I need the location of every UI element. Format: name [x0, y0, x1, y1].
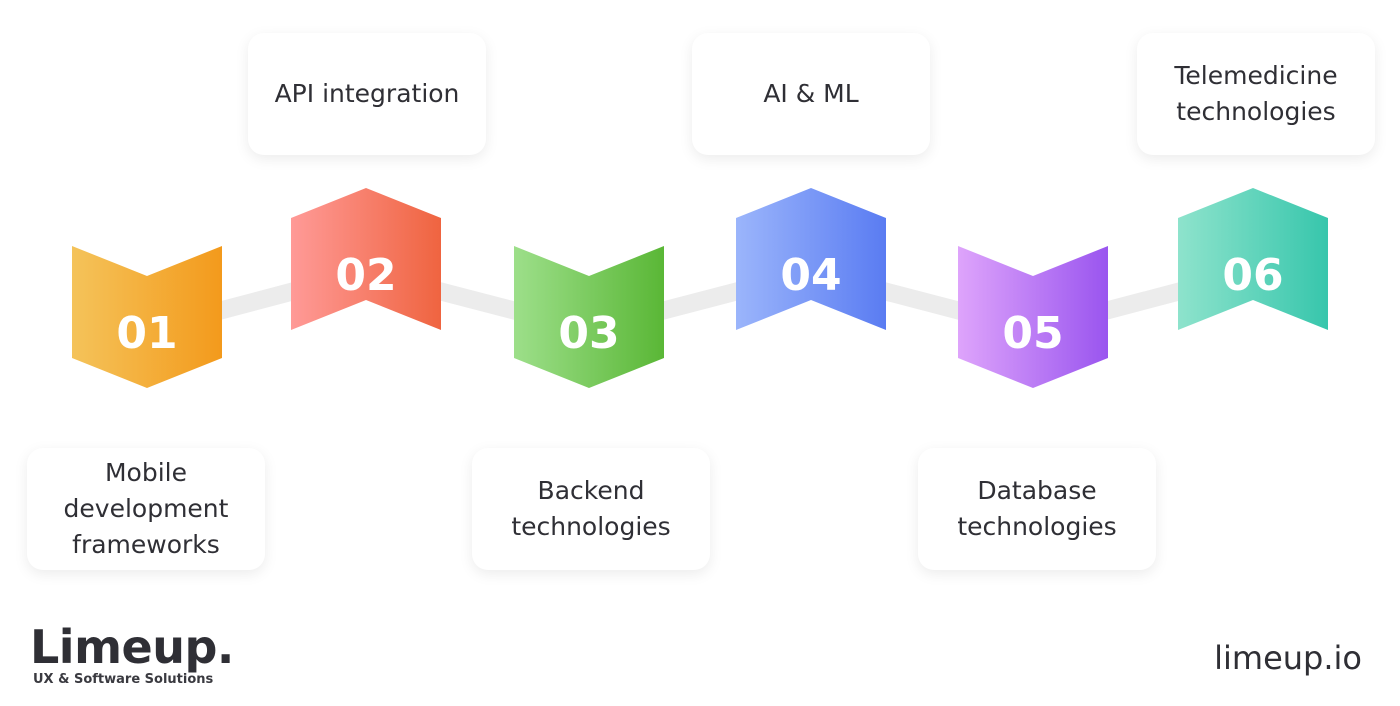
step-label-6: Telemedicine technologies [1174, 58, 1337, 130]
step-label-2: API integration [275, 76, 460, 112]
label-line: API integration [274, 79, 460, 108]
label-line: technologies [957, 512, 1117, 541]
brand-tagline: UX & Software Solutions [33, 672, 214, 687]
step-marker-3 [514, 246, 664, 388]
website-url: limeup.io [1214, 639, 1362, 677]
step-card-3: Backend technologies [472, 448, 710, 570]
label-line: Database [977, 476, 1097, 505]
label-line: technologies [1176, 97, 1336, 126]
step-number-4: 04 [780, 250, 841, 301]
label-line: frameworks [72, 530, 220, 559]
label-line: Telemedicine [1174, 61, 1338, 90]
step-card-5: Database technologies [918, 448, 1156, 570]
step-label-1: Mobile development frameworks [64, 455, 229, 563]
label-line: Backend [537, 476, 645, 505]
step-label-4: AI & ML [763, 76, 858, 112]
label-line: AI & ML [763, 79, 859, 108]
step-card-6: Telemedicine technologies [1137, 33, 1375, 155]
step-label-3: Backend technologies [511, 473, 670, 545]
label-line: technologies [511, 512, 671, 541]
step-number-5: 05 [1002, 308, 1063, 359]
step-label-5: Database technologies [957, 473, 1116, 545]
step-marker-1 [72, 246, 222, 388]
step-card-4: AI & ML [692, 33, 930, 155]
step-marker-4 [736, 188, 886, 330]
step-marker-2 [291, 188, 441, 330]
step-marker-6 [1178, 188, 1328, 330]
step-number-6: 06 [1222, 250, 1283, 301]
step-marker-5 [958, 246, 1108, 388]
step-number-3: 03 [558, 308, 619, 359]
label-line: development [63, 494, 229, 523]
brand-logo: Limeup. [30, 620, 234, 674]
step-card-1: Mobile development frameworks [27, 448, 265, 570]
step-card-2: API integration [248, 33, 486, 155]
step-number-1: 01 [116, 308, 177, 359]
label-line: Mobile [104, 458, 187, 487]
step-number-2: 02 [335, 250, 396, 301]
